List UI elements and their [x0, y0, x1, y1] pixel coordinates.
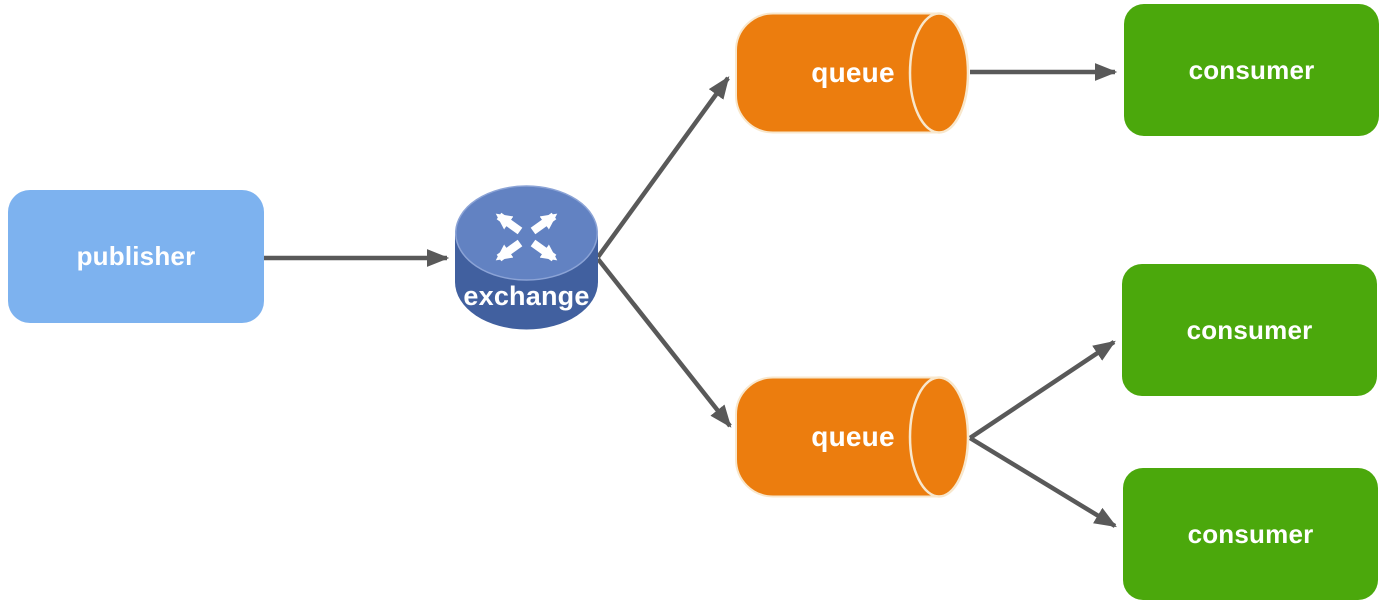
- node-queue-bottom: queue: [735, 376, 971, 498]
- exchange-label: exchange: [463, 281, 590, 311]
- exchange-router-icon: [455, 185, 598, 330]
- node-exchange: exchange: [455, 185, 598, 330]
- publisher-label: publisher: [76, 241, 196, 271]
- queue-cylinder-icon: [735, 376, 970, 498]
- edge-exchange-to-queue-bottom: [596, 257, 732, 428]
- node-consumer-middle: consumer: [1122, 264, 1377, 396]
- queue-bottom-label: queue: [811, 421, 895, 452]
- queue-top-label: queue: [811, 57, 895, 88]
- node-consumer-top: consumer: [1124, 4, 1379, 136]
- consumer-middle-label: consumer: [1186, 314, 1313, 345]
- node-publisher: publisher: [8, 190, 264, 323]
- router-arrows-icon: [495, 212, 558, 262]
- consumer-top-label: consumer: [1188, 54, 1315, 85]
- edge-exchange-to-queue-top: [596, 76, 730, 259]
- consumer-bottom-label: consumer: [1187, 518, 1314, 549]
- edge-queue-bottom-to-consumer-middle: [968, 340, 1116, 440]
- node-consumer-bottom: consumer: [1123, 468, 1378, 600]
- edge-queue-bottom-to-consumer-bottom: [968, 436, 1117, 528]
- node-queue-top: queue: [735, 12, 971, 134]
- queue-cylinder-icon: [735, 12, 970, 134]
